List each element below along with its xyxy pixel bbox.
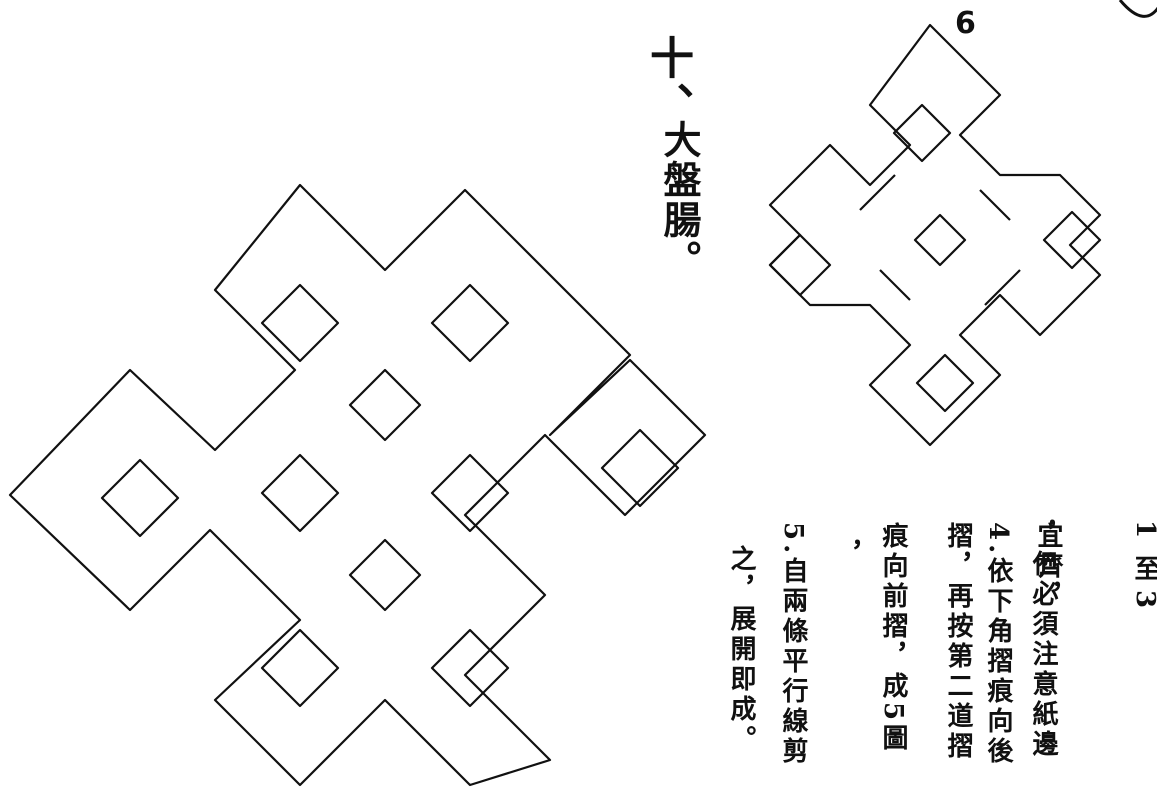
instruction-col-11: 之，展開即成。 xyxy=(726,545,756,755)
corner-curve-mark xyxy=(1118,0,1157,18)
instruction-col-6: 4.依下角摺痕向後 xyxy=(983,522,1013,768)
instruction-col-8: 痕向前摺，成5圖 xyxy=(878,522,908,755)
large-knot-holes xyxy=(100,283,680,708)
section-number: 十、 xyxy=(642,35,693,129)
instruction-col-5: 宜齊， xyxy=(1033,522,1063,612)
instruction-col-7: 摺，再按第二道摺 xyxy=(943,522,973,762)
small-knot-inner-lines xyxy=(859,174,1021,306)
large-knot-outline xyxy=(8,183,707,787)
instruction-col-10: 5.自兩條平行線剪 xyxy=(778,522,808,768)
figure-number: 6 xyxy=(955,6,976,41)
instruction-col-4: ，但必須注意紙邊 xyxy=(1028,520,1058,760)
instruction-col-1: 1 xyxy=(1130,520,1157,543)
small-knot-outline xyxy=(768,23,1102,447)
instruction-col-3: 3 xyxy=(1130,590,1157,613)
section-title: 大盤腸。 xyxy=(657,120,702,280)
small-knot-holes xyxy=(768,103,1102,413)
instruction-col-2: 至 xyxy=(1130,555,1157,585)
instruction-col-9: ， xyxy=(833,540,863,570)
